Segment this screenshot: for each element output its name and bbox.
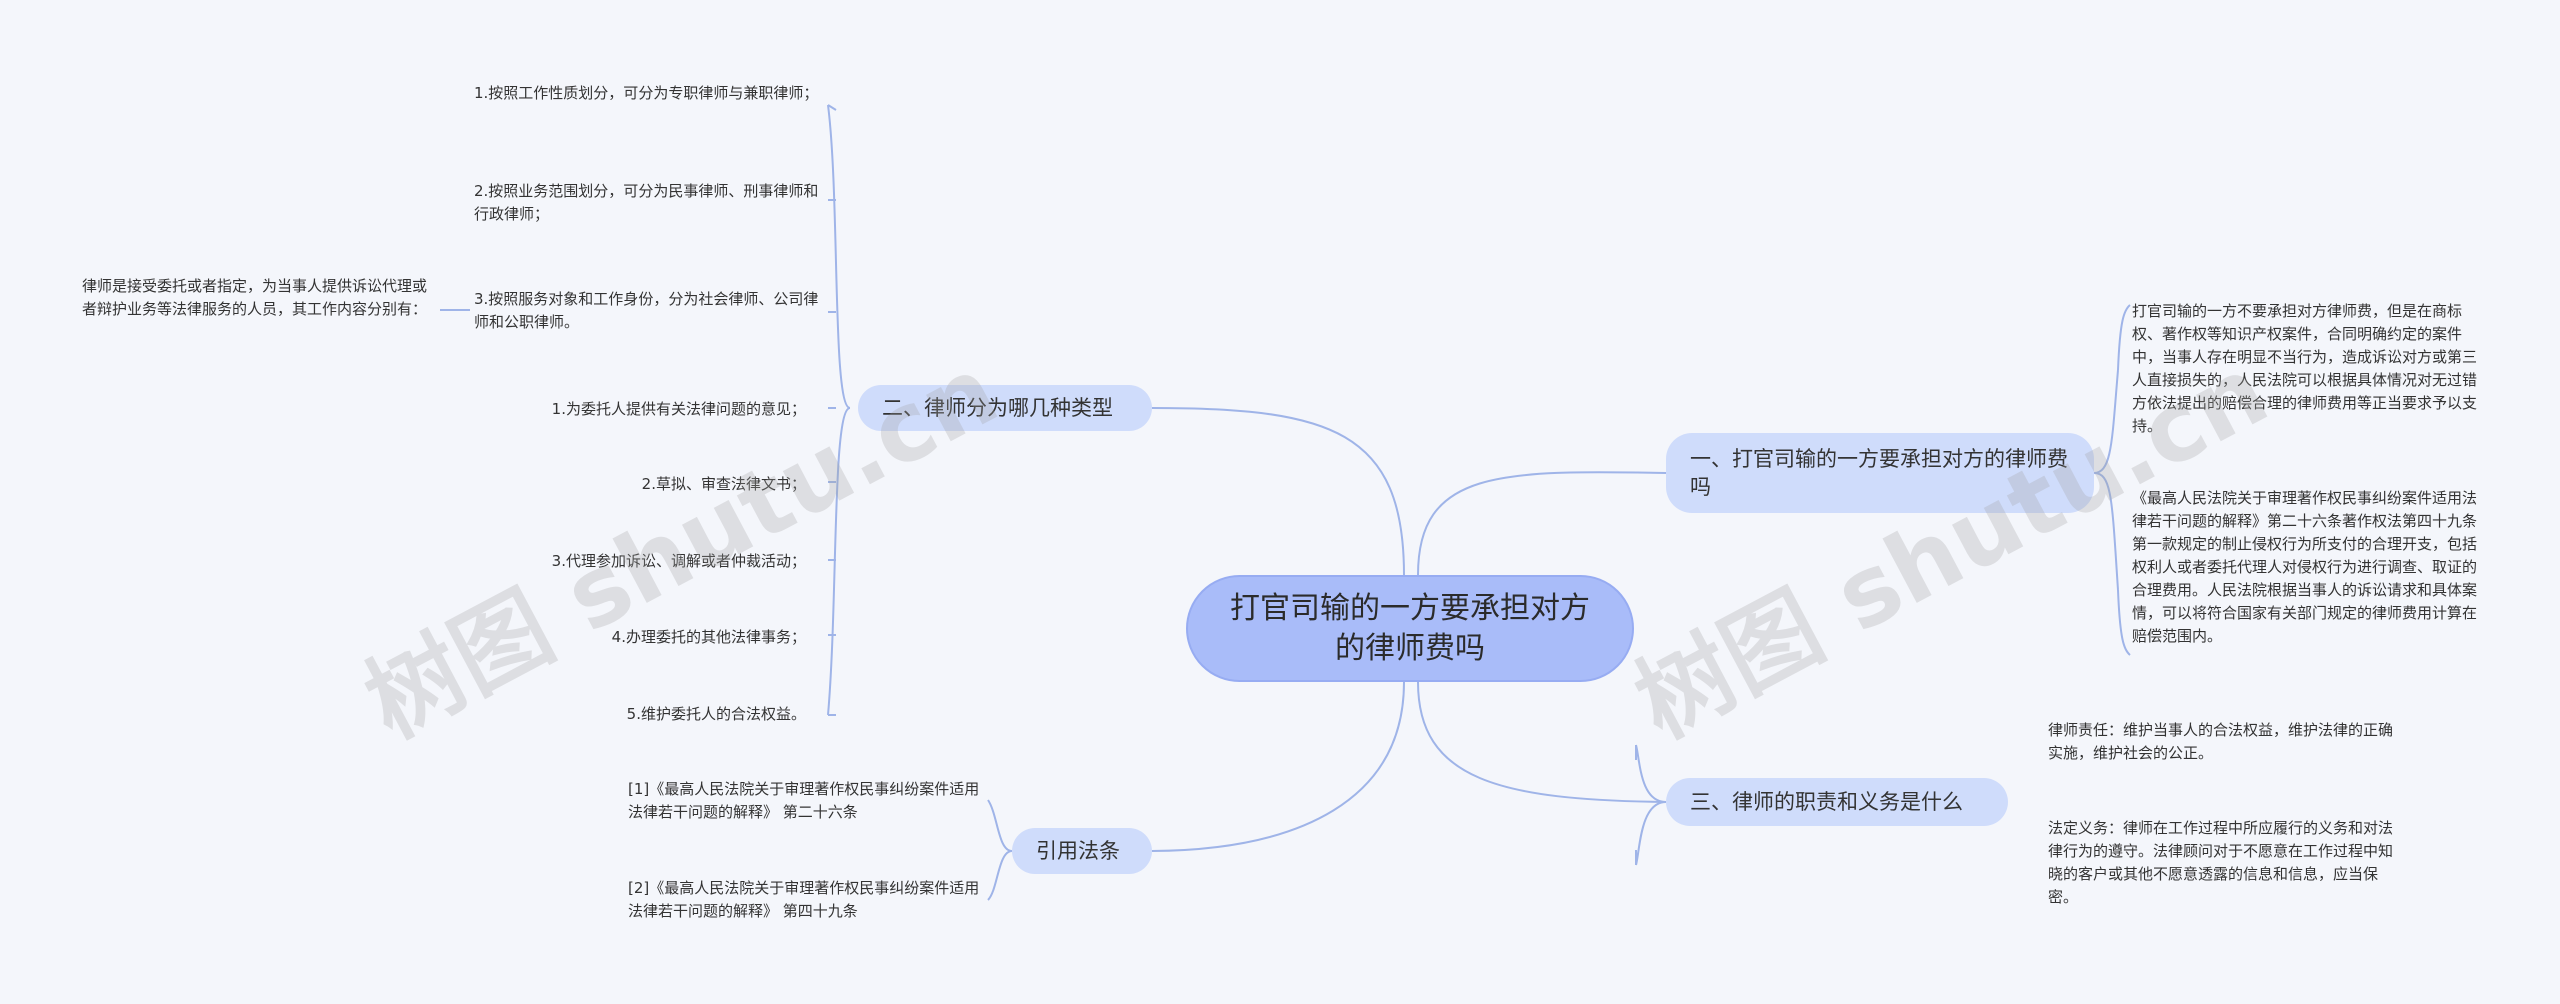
leaf-b2-3: 3.按照服务对象和工作身份，分为社会律师、公司律师和公职律师。: [474, 290, 819, 331]
leaf-b4-2: [2]《最高人民法院关于审理著作权民事纠纷案件适用法律若干问题的解释》 第四十九…: [628, 879, 980, 920]
leaf-b1-2: 《最高人民法院关于审理著作权民事纠纷案件适用法律若干问题的解释》第二十六条著作权…: [2132, 489, 2478, 645]
root-node[interactable]: 打官司输的一方要承担对方的律师费吗: [1186, 575, 1634, 682]
link-b4-bracket: [987, 799, 1013, 901]
leaf-b2-7: 4.办理委托的其他法律事务；: [611, 628, 806, 646]
leaf-b3-2: 法定义务：律师在工作过程中所应履行的义务和对法律行为的遵守。法律顾问对于不愿意在…: [2048, 819, 2394, 906]
branch-1-title: 一、打官司输的一方要承担对方的律师费吗: [1690, 447, 2068, 499]
branch-node-2[interactable]: 二、律师分为哪几种类型: [858, 385, 1152, 431]
leaf-b3-1: 律师责任：维护当事人的合法权益，维护法律的正确实施，维护社会的公正。: [2048, 721, 2394, 762]
branch-3-title: 三、律师的职责和义务是什么: [1690, 790, 1963, 814]
branch-2-title: 二、律师分为哪几种类型: [882, 396, 1113, 420]
link-root-b1: [1417, 471, 1667, 576]
leaf-b2-intro: 律师是接受委托或者指定，为当事人提供诉讼代理或者辩护业务等法律服务的人员，其工作…: [82, 277, 428, 318]
leaf-b2-6: 3.代理参加诉讼、调解或者仲裁活动；: [551, 552, 806, 570]
link-b3-bracket: [1635, 744, 1667, 803]
branch-node-1[interactable]: 一、打官司输的一方要承担对方的律师费吗: [1666, 433, 2094, 513]
leaf-b2-1: 1.按照工作性质划分，可分为专职律师与兼职律师；: [474, 84, 819, 102]
leaf-b2-4: 1.为委托人提供有关法律问题的意见；: [551, 400, 806, 418]
leaf-b4-1: [1]《最高人民法院关于审理著作权民事纠纷案件适用法律若干问题的解释》 第二十六…: [628, 780, 980, 821]
leaf-b1-1: 打官司输的一方不要承担对方律师费，但是在商标权、著作权等知识产权案件，合同明确约…: [2132, 302, 2478, 435]
link-b2-bracket: [827, 104, 851, 409]
branch-node-3[interactable]: 三、律师的职责和义务是什么: [1666, 778, 2008, 826]
leaf-b2-8: 5.维护委托人的合法权益。: [626, 705, 806, 723]
leaf-b2-2: 2.按照业务范围划分，可分为民事律师、刑事律师和行政律师；: [474, 182, 819, 223]
link-b1-bracket: [2093, 369, 2119, 591]
branch-4-title: 引用法条: [1036, 839, 1120, 863]
link-root-b4: [1151, 681, 1405, 852]
link-root-b2: [1151, 407, 1405, 576]
root-title: 打官司输的一方要承担对方的律师费吗: [1230, 590, 1590, 666]
branch-node-4[interactable]: 引用法条: [1012, 828, 1152, 874]
leaf-b2-5: 2.草拟、审查法律文书；: [641, 475, 806, 493]
link-root-b3: [1417, 681, 1667, 803]
